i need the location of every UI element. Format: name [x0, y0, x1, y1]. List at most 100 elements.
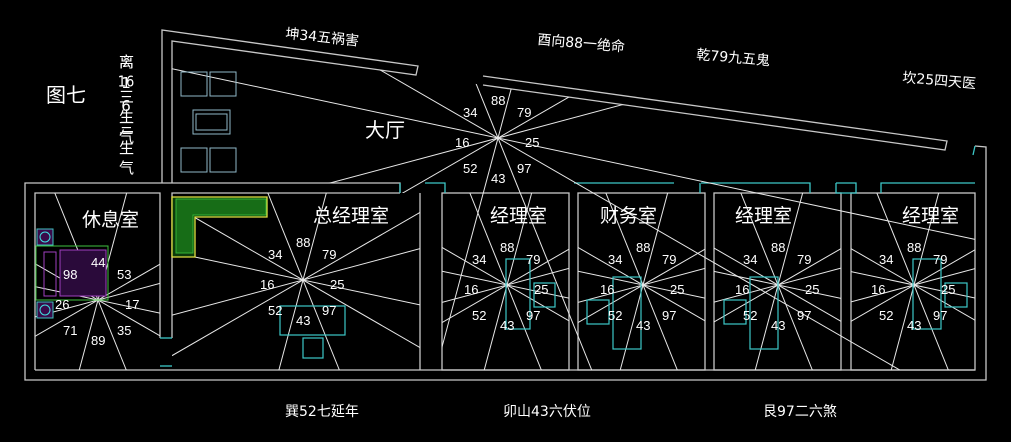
sector-number: 35 [117, 323, 131, 338]
room-name: 经理室 [490, 205, 547, 227]
sector-number: 88 [907, 240, 921, 255]
sector-number: 16 [735, 282, 749, 297]
north-label: 坎25四天医 [902, 70, 977, 92]
southwest-label: 坤34五祸害 [285, 26, 360, 50]
sector-number: 34 [879, 252, 893, 267]
room-name: 财务室 [600, 205, 657, 227]
compass-ray [890, 193, 940, 370]
sector-number: 25 [525, 135, 539, 150]
sector-number: 26 [55, 297, 69, 312]
sector-number: 44 [91, 255, 105, 270]
sector-number: 79 [517, 105, 531, 120]
sector-number: 52 [463, 161, 477, 176]
sector-number: 97 [517, 161, 531, 176]
compass-ray [278, 193, 327, 370]
sector-number: 79 [662, 252, 676, 267]
sector-number: 43 [771, 318, 785, 333]
sector-number: 52 [879, 308, 893, 323]
sector-number: 52 [472, 308, 486, 323]
room-name: 总经理室 [313, 205, 389, 227]
compass-ray [458, 41, 593, 370]
sector-number: 89 [91, 333, 105, 348]
sector-number: 88 [636, 240, 650, 255]
sector-number: 98 [63, 267, 77, 282]
char: 生 [117, 109, 135, 129]
sector-number: 34 [608, 252, 622, 267]
sector-number: 88 [491, 93, 505, 108]
sector-number: 16 [464, 282, 478, 297]
east-label: 卯山43六伏位 [503, 404, 591, 420]
sector-number: 97 [526, 308, 540, 323]
sector-number: 88 [771, 240, 785, 255]
room-1-star [172, 193, 420, 370]
sector-number: 97 [933, 308, 947, 323]
char: 三 [117, 89, 135, 109]
compass-ray [483, 193, 533, 370]
sector-number: 17 [125, 297, 139, 312]
sector-number: 34 [463, 105, 477, 120]
west-label: 酉向88一绝命 [537, 31, 626, 56]
sector-number: 25 [670, 282, 684, 297]
compass-ray [329, 41, 901, 370]
sector-number: 79 [797, 252, 811, 267]
sector-number: 52 [743, 308, 757, 323]
room-name: 经理室 [735, 205, 792, 227]
desks [279, 258, 968, 359]
sector-number: 53 [117, 267, 131, 282]
northwest-label: 乾79九五鬼 [696, 47, 771, 69]
bed [35, 228, 109, 319]
sector-number: 97 [662, 308, 676, 323]
figure-label: 图七 [46, 83, 86, 107]
sector-number: 52 [608, 308, 622, 323]
sector-number: 16 [455, 135, 469, 150]
sector-number: 43 [296, 313, 310, 328]
sector-number: 25 [534, 282, 548, 297]
sector-number: 97 [797, 308, 811, 323]
compass-ray [172, 251, 420, 306]
sector-number: 88 [500, 240, 514, 255]
compass-ray [619, 193, 669, 370]
compass-ray [754, 193, 804, 370]
south-direction-chars: 离16三生气 [116, 54, 136, 149]
sector-number: 34 [743, 252, 757, 267]
sector-number: 34 [268, 247, 282, 262]
sector-number: 43 [907, 318, 921, 333]
compass-ray [172, 248, 420, 316]
compass-ray [172, 41, 861, 226]
compass-ray [172, 203, 420, 348]
compass-ray [740, 193, 813, 370]
walls [24, 29, 987, 381]
sector-number: 16 [600, 282, 614, 297]
sector-number: 97 [322, 303, 336, 318]
corner-sofa [171, 196, 268, 258]
sector-number: 71 [63, 323, 77, 338]
southeast-label: 巽52七延年 [285, 404, 359, 420]
sector-number: 79 [322, 247, 336, 262]
sector-number: 25 [330, 277, 344, 292]
compass-ray [435, 41, 525, 370]
sector-number: 52 [268, 303, 282, 318]
hall-sofa-set [180, 71, 237, 173]
sector-number: 43 [500, 318, 514, 333]
sector-number: 88 [296, 235, 310, 250]
char: 离 [117, 54, 135, 74]
sector-number: 16 [260, 277, 274, 292]
sector-number: 43 [491, 171, 505, 186]
sector-number: 79 [526, 252, 540, 267]
south-direction-label: 离16三生气 [117, 54, 135, 180]
room-name: 经理室 [902, 205, 959, 227]
sector-number: 16 [871, 282, 885, 297]
sector-number: 43 [636, 318, 650, 333]
room-name: 休息室 [82, 209, 139, 231]
sector-number: 25 [941, 282, 955, 297]
compass-ray [267, 193, 340, 370]
hall-label: 大厅 [365, 118, 405, 142]
sector-number: 25 [805, 282, 819, 297]
char: 气 [117, 129, 135, 149]
char: 16 [117, 74, 135, 89]
compass-ray [172, 68, 975, 240]
northeast-label: 艮97二六煞 [763, 404, 837, 420]
compass-ray [172, 212, 420, 357]
